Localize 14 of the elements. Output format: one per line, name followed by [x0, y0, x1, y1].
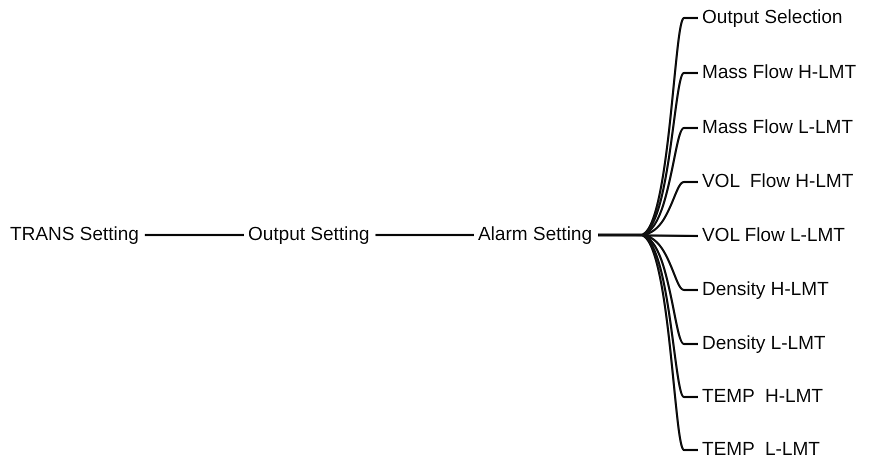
node-label: TEMP L-LMT — [702, 439, 820, 460]
node-label: Alarm Setting — [478, 224, 592, 245]
node-label: Density H-LMT — [702, 279, 829, 300]
node-label: TRANS Setting — [10, 224, 139, 245]
connector-line — [375, 234, 474, 236]
connector-line — [144, 234, 244, 236]
node-label: Output Selection — [702, 7, 842, 28]
node-label: Mass Flow L-LMT — [702, 117, 853, 138]
node-label: Output Setting — [248, 224, 370, 245]
node-label: Density L-LMT — [702, 333, 826, 354]
node-label: Mass Flow H-LMT — [702, 62, 856, 83]
node-label: VOL Flow L-LMT — [702, 225, 845, 246]
node-label: TEMP H-LMT — [702, 386, 824, 407]
node-label: VOL Flow H-LMT — [702, 171, 854, 192]
